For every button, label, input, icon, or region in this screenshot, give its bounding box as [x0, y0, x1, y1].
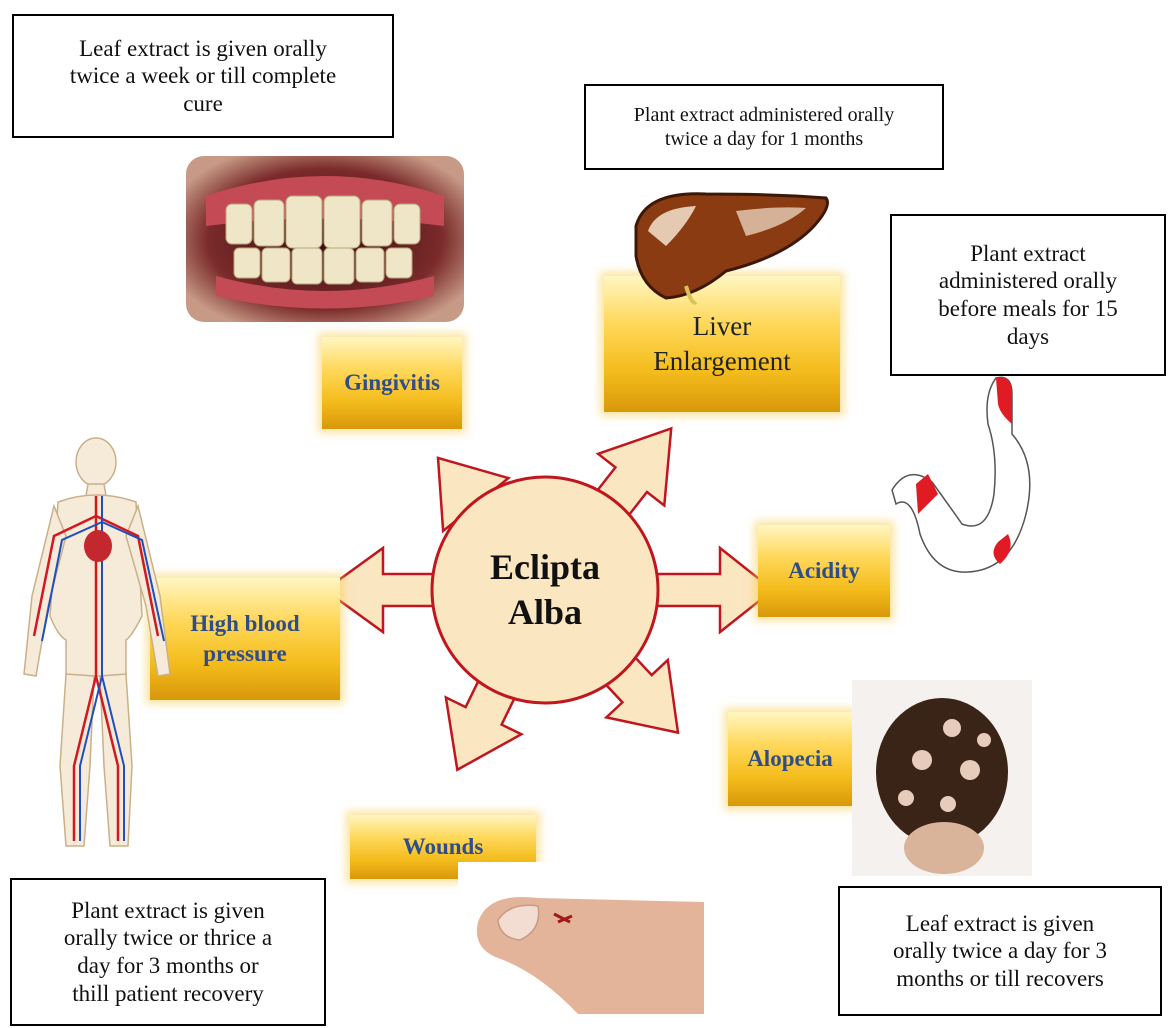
note-alopecia-line2: orally twice a day for 3 — [893, 937, 1107, 965]
label-alopecia: Alopecia — [728, 712, 852, 806]
center-title-line2: Alba — [508, 590, 582, 635]
wound-finger-image — [458, 862, 704, 1014]
note-acidity-line3: before meals for 15 — [938, 295, 1117, 323]
note-liver: Plant extract administered orally twice … — [584, 84, 944, 170]
note-acidity-line1: Plant extract — [970, 240, 1086, 268]
note-acidity-line2: administered orally — [939, 267, 1117, 295]
note-bp-line4: thill patient recovery — [72, 980, 264, 1008]
note-bp-line1: Plant extract is given — [71, 897, 265, 925]
label-bp-line2: pressure — [203, 639, 287, 669]
center-title: Eclipta Alba — [430, 480, 660, 700]
label-wounds-text: Wounds — [403, 832, 484, 862]
label-liver-line2: Enlargement — [653, 344, 790, 379]
note-acidity-line4: days — [1007, 323, 1049, 351]
label-alopecia-text: Alopecia — [747, 744, 833, 774]
label-acidity-text: Acidity — [788, 556, 860, 586]
liver-image — [626, 186, 832, 306]
note-alopecia-line3: months or till recovers — [896, 965, 1104, 993]
note-high-blood-pressure: Plant extract is given orally twice or t… — [10, 878, 326, 1026]
gingivitis-mouth-image — [186, 156, 464, 322]
note-gingivitis-line2: twice a week or till complete — [70, 62, 336, 90]
note-liver-line2: twice a day for 1 months — [665, 127, 863, 151]
note-bp-line2: orally twice or thrice a — [64, 924, 272, 952]
note-gingivitis-line1: Leaf extract is given orally — [79, 35, 327, 63]
note-gingivitis-line3: cure — [183, 90, 223, 118]
alopecia-head-image — [852, 680, 1032, 876]
note-gingivitis: Leaf extract is given orally twice a wee… — [12, 14, 394, 138]
label-gingivitis-text: Gingivitis — [344, 368, 440, 398]
note-acidity: Plant extract administered orally before… — [890, 214, 1166, 376]
note-alopecia: Leaf extract is given orally twice a day… — [838, 886, 1162, 1016]
stomach-image — [888, 374, 1048, 580]
center-title-line1: Eclipta — [490, 545, 600, 590]
label-bp-line1: High blood — [190, 609, 299, 639]
label-acidity: Acidity — [758, 525, 890, 617]
note-alopecia-line1: Leaf extract is given — [906, 910, 1094, 938]
note-bp-line3: day for 3 months or — [77, 952, 258, 980]
note-liver-line1: Plant extract administered orally — [634, 103, 894, 127]
label-liver-line1: Liver — [693, 309, 751, 344]
label-gingivitis: Gingivitis — [322, 337, 462, 429]
human-circulatory-image — [14, 436, 182, 860]
